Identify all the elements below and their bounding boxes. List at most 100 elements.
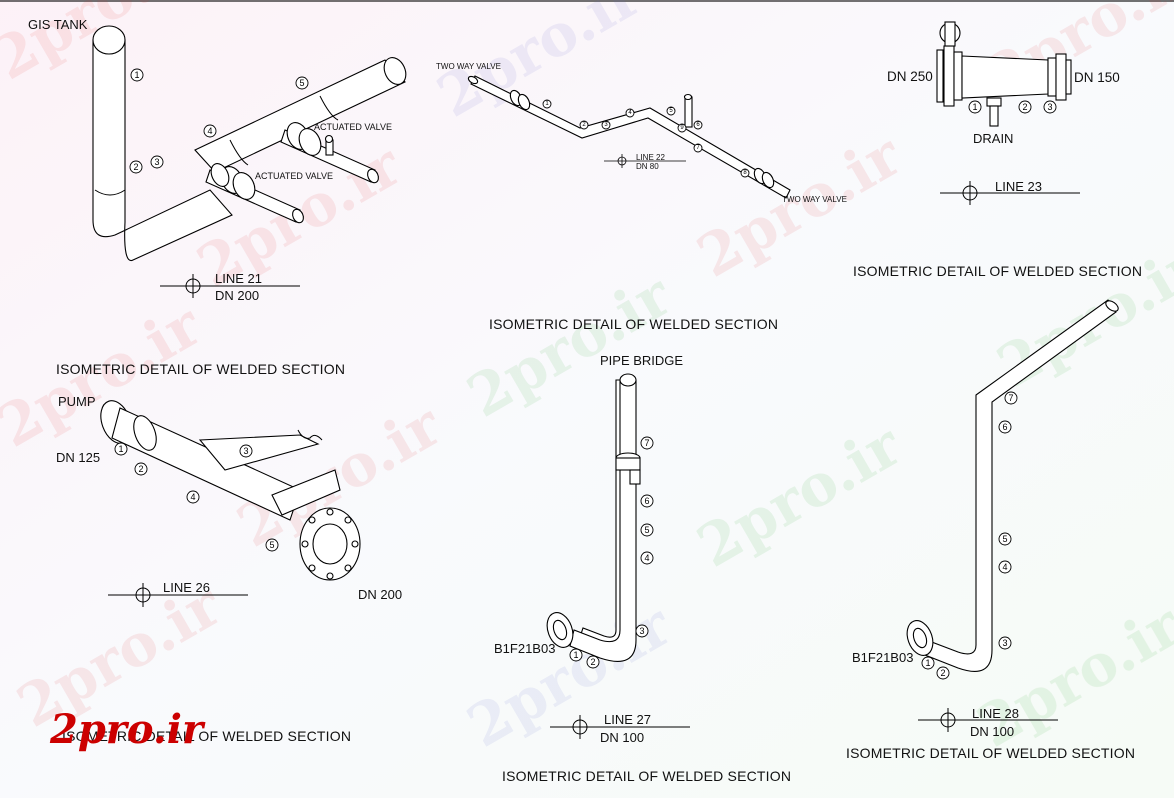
line-23-dn-right: DN 150 bbox=[1074, 70, 1120, 85]
line-28-bubble: 7 bbox=[1004, 391, 1018, 405]
line-21-number: LINE 21 bbox=[215, 271, 262, 286]
svg-text:1: 1 bbox=[118, 444, 123, 454]
line-26-isometric: 1 2 3 4 5 bbox=[100, 400, 361, 607]
line-28-bubble: 2 bbox=[936, 666, 950, 680]
tee-branch bbox=[198, 434, 320, 471]
line-21-dn: DN 200 bbox=[215, 288, 260, 303]
brand-logo: 2pro.ir bbox=[50, 706, 204, 753]
svg-text:3: 3 bbox=[1002, 638, 1007, 648]
line-27-flange-label: B1F21B03 bbox=[494, 641, 556, 656]
line-28-bubble: 3 bbox=[998, 636, 1012, 650]
svg-text:5: 5 bbox=[269, 540, 274, 550]
line-22-number: LINE 22 bbox=[636, 153, 665, 162]
line-27-dn: DN 100 bbox=[600, 730, 645, 745]
line-26-dn-125: DN 125 bbox=[56, 450, 101, 465]
gis-tank-label: GIS TANK bbox=[28, 17, 88, 32]
line-26-caption: ISOMETRIC DETAIL OF WELDED SECTION bbox=[62, 728, 352, 744]
flange-right bbox=[1055, 53, 1067, 101]
actuated-valve-label: ACTUATED VALVE bbox=[314, 122, 393, 132]
line-28-isometric: 1 2 3 4 5 6 7 bbox=[906, 299, 1119, 732]
line-22-caption: ISOMETRIC DETAIL OF WELDED SECTION bbox=[489, 316, 779, 332]
line-22-isometric: 1 2 3 4 5 6 7 8 9 bbox=[467, 75, 791, 199]
svg-text:6: 6 bbox=[696, 122, 700, 128]
svg-text:1: 1 bbox=[972, 102, 977, 112]
line-22-bubble: 7 bbox=[693, 143, 703, 153]
svg-text:3: 3 bbox=[639, 626, 644, 636]
line-28-bubble: 4 bbox=[998, 560, 1012, 574]
line-21-bubble: 5 bbox=[295, 76, 309, 90]
line-22-bubble: 4 bbox=[625, 108, 635, 118]
two-way-valve-label: TWO WAY VALVE bbox=[782, 195, 847, 204]
svg-text:2: 2 bbox=[1022, 102, 1027, 112]
line-28-caption: ISOMETRIC DETAIL OF WELDED SECTION bbox=[846, 745, 1136, 761]
line-28-bubble: 1 bbox=[921, 656, 935, 670]
line-22-bubble: 6 bbox=[693, 120, 703, 130]
line-23-dn-left: DN 250 bbox=[887, 69, 933, 84]
svg-text:4: 4 bbox=[644, 553, 649, 563]
svg-text:2: 2 bbox=[582, 122, 586, 128]
svg-text:4: 4 bbox=[628, 110, 632, 116]
line-23-isometric: 1 2 3 bbox=[936, 21, 1080, 205]
tank-pipe bbox=[92, 39, 233, 262]
line-27-bubble: 6 bbox=[640, 494, 654, 508]
line-23-number: LINE 23 bbox=[995, 179, 1042, 194]
svg-text:2: 2 bbox=[590, 657, 595, 667]
two-way-valve-label: TWO WAY VALVE bbox=[436, 62, 501, 71]
line-26-bubble: 1 bbox=[114, 442, 128, 456]
svg-text:4: 4 bbox=[1002, 562, 1007, 572]
svg-text:4: 4 bbox=[190, 492, 195, 502]
line-27-caption: ISOMETRIC DETAIL OF WELDED SECTION bbox=[502, 768, 792, 784]
svg-text:7: 7 bbox=[696, 145, 700, 151]
line-28-dn: DN 100 bbox=[970, 724, 1015, 739]
svg-text:6: 6 bbox=[644, 496, 649, 506]
line-21-bubble: 4 bbox=[203, 124, 217, 138]
line-21-caption: ISOMETRIC DETAIL OF WELDED SECTION bbox=[56, 361, 346, 377]
line-26-dn-200: DN 200 bbox=[358, 587, 403, 602]
tank-pipe-end bbox=[92, 25, 126, 55]
svg-text:5: 5 bbox=[644, 525, 649, 535]
svg-text:5: 5 bbox=[1002, 534, 1007, 544]
flange-left bbox=[936, 49, 944, 103]
svg-text:3: 3 bbox=[1047, 102, 1052, 112]
line-26-bubble: 4 bbox=[186, 490, 200, 504]
line-22-bubble: 9 bbox=[677, 123, 687, 133]
svg-text:7: 7 bbox=[1008, 393, 1013, 403]
line-27-bubble: 3 bbox=[635, 624, 649, 638]
line-28-bubble: 5 bbox=[998, 532, 1012, 546]
svg-text:2: 2 bbox=[940, 668, 945, 678]
line-26-bubble: 2 bbox=[134, 462, 148, 476]
line-26-bubble: 5 bbox=[265, 538, 279, 552]
svg-text:3: 3 bbox=[243, 446, 248, 456]
line-27-bubble: 2 bbox=[586, 655, 600, 669]
line-27-bubble: 7 bbox=[640, 436, 654, 450]
line-22-bubble: 2 bbox=[579, 120, 589, 130]
line-27-number: LINE 27 bbox=[604, 712, 651, 727]
line-22-bubble: 1 bbox=[542, 99, 552, 109]
svg-text:1: 1 bbox=[545, 101, 549, 107]
svg-text:9: 9 bbox=[680, 125, 684, 131]
line-22-pipe bbox=[470, 75, 791, 199]
line-28-bubble: 6 bbox=[998, 420, 1012, 434]
line-23-bubble: 3 bbox=[1043, 100, 1057, 114]
drain-label: DRAIN bbox=[973, 131, 1014, 146]
reducer-body bbox=[961, 55, 1049, 99]
svg-text:5: 5 bbox=[299, 78, 304, 88]
line-23-caption: ISOMETRIC DETAIL OF WELDED SECTION bbox=[853, 263, 1143, 279]
pump-label: PUMP bbox=[58, 394, 96, 409]
line-21-isometric: 1 2 3 4 5 bbox=[92, 25, 407, 298]
svg-text:4: 4 bbox=[207, 126, 212, 136]
svg-text:3: 3 bbox=[604, 122, 608, 128]
line-21-bubble: 2 bbox=[129, 160, 143, 174]
svg-text:1: 1 bbox=[573, 650, 578, 660]
line-21-bubble: 3 bbox=[150, 155, 164, 169]
svg-text:7: 7 bbox=[644, 438, 649, 448]
line-22-bubble: 5 bbox=[666, 106, 676, 116]
line-23-bubble: 1 bbox=[968, 100, 982, 114]
drain-pipe bbox=[989, 105, 999, 127]
header-pipe bbox=[194, 59, 406, 173]
line-22-bubble: 3 bbox=[601, 120, 611, 130]
line-21-bubble: 1 bbox=[130, 68, 144, 82]
line-28-pipe bbox=[924, 299, 1117, 672]
line-22-bubble: 8 bbox=[740, 168, 750, 178]
